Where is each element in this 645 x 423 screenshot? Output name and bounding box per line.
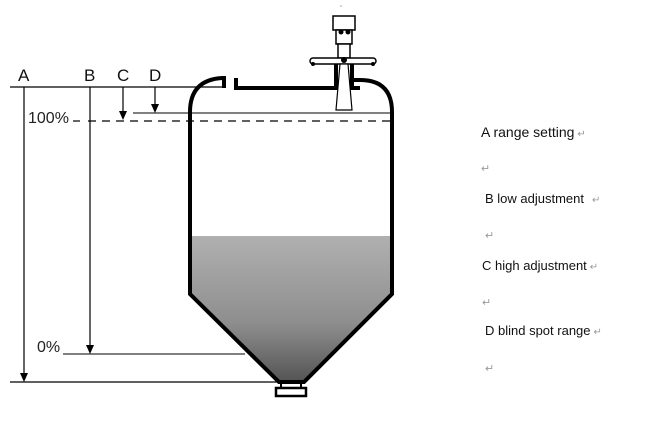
paragraph-mark-icon: ↵	[593, 327, 602, 338]
arrow-d	[151, 87, 159, 113]
paragraph-mark-icon: ↵	[485, 230, 495, 242]
arrow-a	[20, 87, 28, 382]
paragraph-mark-icon: ↵	[592, 195, 601, 206]
arrow-c	[119, 87, 127, 120]
paragraph-mark-icon: ↵	[589, 262, 599, 273]
legend-item-d: D blind spot range↵	[485, 323, 602, 338]
legend-item-b: B low adjustment ↵	[485, 191, 600, 206]
label-d: D	[149, 66, 162, 85]
paragraph-mark-icon: ↵	[482, 297, 492, 309]
label-full-level: 100%	[28, 110, 69, 127]
legend-label: D blind spot range	[485, 323, 591, 338]
material-fill	[190, 236, 392, 381]
label-empty-level: 0%	[37, 339, 61, 356]
tank-roof	[234, 64, 338, 90]
legend-label: C high adjustment	[482, 258, 587, 273]
paragraph-mark-icon: ↵	[481, 163, 491, 175]
tank-outline	[188, 76, 394, 384]
label-a: A	[18, 66, 30, 85]
radar-sensor-icon	[309, 5, 377, 111]
legend-label: B low adjustment	[485, 191, 584, 206]
legend-label: A range setting	[481, 124, 575, 140]
arrow-b	[86, 87, 94, 354]
legend-item-a: A range setting↵	[481, 124, 586, 140]
legend-item-c: C high adjustment↵	[482, 258, 598, 273]
paragraph-mark-icon: ↵	[577, 129, 586, 140]
label-b: B	[84, 66, 96, 85]
paragraph-mark-icon: ↵	[485, 363, 495, 375]
label-c: C	[117, 66, 130, 85]
outlet-flange	[274, 386, 308, 398]
